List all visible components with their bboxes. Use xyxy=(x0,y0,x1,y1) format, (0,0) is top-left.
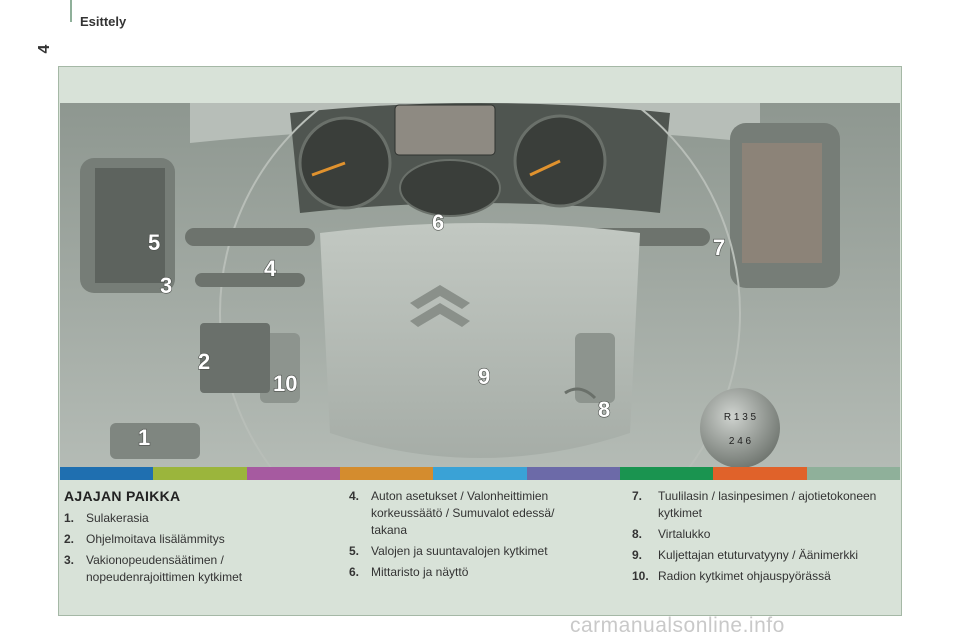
strip-segment-sage xyxy=(806,467,900,480)
header-divider xyxy=(70,0,72,22)
strip-segment-red xyxy=(713,467,807,480)
legend-column-3: 7.Tuulilasin / lasinpesimen / ajotietoko… xyxy=(632,488,894,589)
color-strip xyxy=(60,467,900,480)
legend-column-1: 1.Sulakerasia 2.Ohjelmoitava lisälämmity… xyxy=(64,510,294,590)
strip-segment-green xyxy=(153,467,247,480)
callout-2: 2 xyxy=(198,349,210,374)
watermark: carmanualsonline.info xyxy=(570,614,785,637)
airbag-cover xyxy=(320,223,640,458)
citroen-logo xyxy=(410,285,470,309)
strip-segment-darkgreen xyxy=(619,467,714,480)
list-item: 3.Vakionopeudensäätimen / nopeudenrajoit… xyxy=(64,553,243,584)
list-item: 2.Ohjelmoitava lisälämmitys xyxy=(64,532,225,546)
callout-4: 4 xyxy=(264,256,277,281)
svg-text:2 4 6: 2 4 6 xyxy=(729,436,752,447)
callout-7: 7 xyxy=(713,235,725,260)
callout-3: 3 xyxy=(160,273,172,298)
list-item: 4.Auton asetukset / Valonheittimien kork… xyxy=(349,489,555,537)
list-item: 8.Virtalukko xyxy=(632,527,711,541)
callout-6: 6 xyxy=(432,210,444,235)
gear-knob xyxy=(700,388,780,467)
header-title: Esittely xyxy=(80,14,127,29)
legend-content: AJAJAN PAIKKA 1.Sulakerasia 2.Ohjelmoita… xyxy=(60,480,900,614)
dashboard-illustration: R 1 3 5 2 4 6 1 2 3 4 5 6 7 8 9 10 xyxy=(60,103,900,467)
strip-segment-blue xyxy=(60,467,154,480)
callout-5: 5 xyxy=(148,230,160,255)
svg-text:R 1 3 5: R 1 3 5 xyxy=(724,412,757,423)
strip-segment-orange xyxy=(339,467,434,480)
callout-1: 1 xyxy=(138,425,150,450)
strip-segment-indigo xyxy=(526,467,620,480)
list-item: 6.Mittaristo ja näyttö xyxy=(349,565,469,579)
callout-10: 10 xyxy=(273,371,297,396)
list-item: 5.Valojen ja suuntavalojen kytkimet xyxy=(349,544,548,558)
steering-wheel xyxy=(219,103,741,467)
list-item: 9.Kuljettajan etuturvatyyny / Äänimerkki xyxy=(632,548,859,562)
legend-column-2: 4.Auton asetukset / Valonheittimien kork… xyxy=(349,488,579,585)
callout-8: 8 xyxy=(598,397,610,422)
page-number: 4 xyxy=(36,44,53,54)
callout-9: 9 xyxy=(478,364,490,389)
strip-segment-cyan xyxy=(433,467,527,480)
section-title: AJAJAN PAIKKA xyxy=(64,488,181,504)
list-item: 7.Tuulilasin / lasinpesimen / ajotietoko… xyxy=(632,489,877,520)
list-item: 1.Sulakerasia xyxy=(64,511,149,525)
fuse-box xyxy=(110,423,200,459)
list-item: 10.Radion kytkimet ohjauspyörässä xyxy=(632,569,831,583)
strip-segment-purple xyxy=(246,467,340,480)
